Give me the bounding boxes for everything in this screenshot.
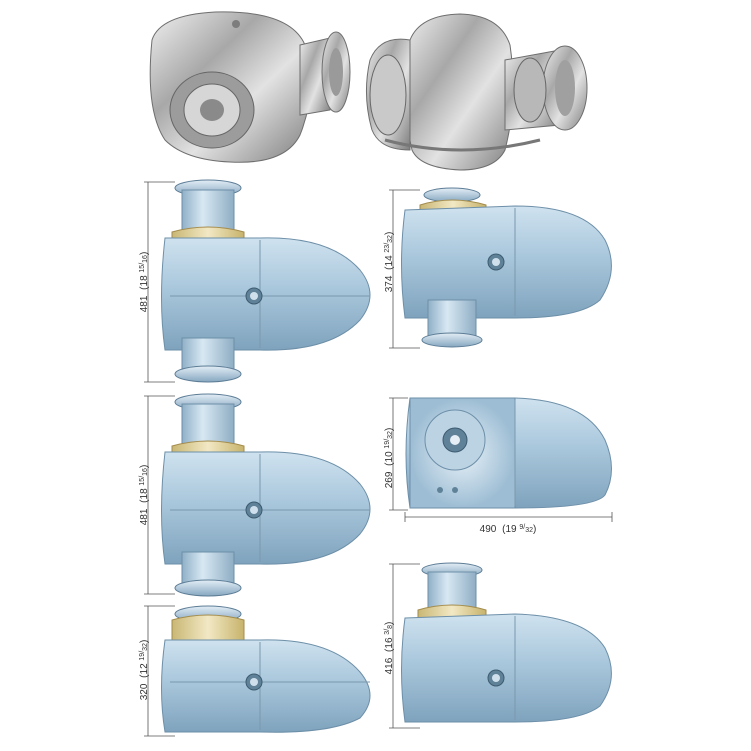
dim-frac-den: 32 [142, 643, 149, 651]
dim-frac-den: 32 [387, 235, 394, 243]
dim-label-481-c: 481 (18 15/16) [139, 465, 150, 526]
dim-inches: (12 [139, 663, 150, 678]
dim-inches: (18 [139, 275, 150, 290]
dim-label-416: 416 (16 3/8) [384, 622, 395, 675]
dim-frac-den: 32 [387, 431, 394, 439]
dim-frac-num: 3 [384, 631, 391, 635]
drawing-windlass-side-view-b [389, 187, 612, 349]
dim-frac-den: 8 [387, 625, 394, 629]
dim-value: 374 [384, 275, 395, 292]
svg-text:490 (19 9/32): 490 (19 9/32) [480, 524, 537, 535]
drawing-windlass-top-view-e [144, 605, 371, 737]
dim-label-320: 320 (12 19/32) [139, 640, 150, 701]
drawing-windlass-top-view-c [144, 393, 371, 597]
dim-value: 269 [384, 471, 395, 488]
dim-value: 416 [384, 657, 395, 674]
dim-frac-num: 15 [139, 478, 146, 486]
drawing-windlass-end-view-d [389, 397, 613, 522]
svg-text:481 (18 15/16): 481 (18 15/16) [139, 465, 150, 526]
dim-value: 481 [139, 295, 150, 312]
dim-value: 490 [480, 524, 497, 535]
photo-windlass-chrome-front [149, 11, 351, 163]
dim-inches: (16 [384, 637, 395, 652]
svg-text:374 (14 23/32): 374 (14 23/32) [384, 232, 395, 293]
dim-frac-num: 23 [384, 245, 391, 253]
dim-frac-num: 9 [519, 524, 523, 531]
dim-frac-num: 15 [139, 265, 146, 273]
svg-text:416 (16 3/8): 416 (16 3/8) [384, 622, 395, 675]
dim-inches: (14 [384, 255, 395, 270]
drawing-windlass-top-view-a [144, 179, 371, 383]
dim-value: 320 [139, 683, 150, 700]
dim-frac-den: 32 [525, 527, 533, 534]
dim-label-490: 490 (19 9/32) [480, 524, 537, 535]
svg-text:320 (12 19/32): 320 (12 19/32) [139, 640, 150, 701]
dim-inches: (10 [384, 451, 395, 466]
dim-label-374: 374 (14 23/32) [384, 232, 395, 293]
dim-frac-num: 19 [384, 441, 391, 449]
dim-label-481-a: 481 (18 15/16) [139, 252, 150, 313]
svg-text:269 (10 19/32): 269 (10 19/32) [384, 428, 395, 489]
photo-windlass-chrome-side [365, 13, 588, 171]
dim-inches: (18 [139, 488, 150, 503]
drawing-windlass-side-view-f [389, 562, 612, 729]
dim-label-269: 269 (10 19/32) [384, 428, 395, 489]
dim-inches: (19 [502, 524, 517, 535]
dim-frac-den: 16 [142, 255, 149, 263]
dim-frac-den: 16 [142, 468, 149, 476]
svg-text:481 (18 15/16): 481 (18 15/16) [139, 252, 150, 313]
dim-value: 481 [139, 508, 150, 525]
dim-frac-num: 19 [139, 653, 146, 661]
